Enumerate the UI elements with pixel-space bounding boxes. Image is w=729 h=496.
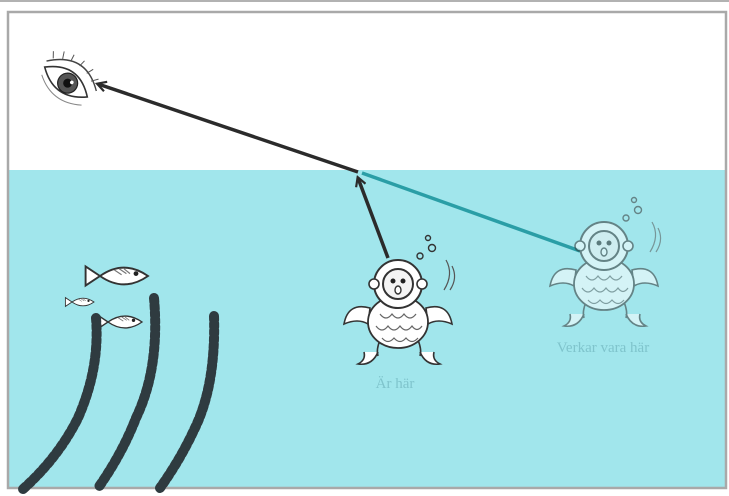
label-actual-position: Är här bbox=[355, 376, 435, 393]
water-area bbox=[8, 170, 726, 488]
label-apparent-position: Verkar vara här bbox=[548, 340, 658, 357]
